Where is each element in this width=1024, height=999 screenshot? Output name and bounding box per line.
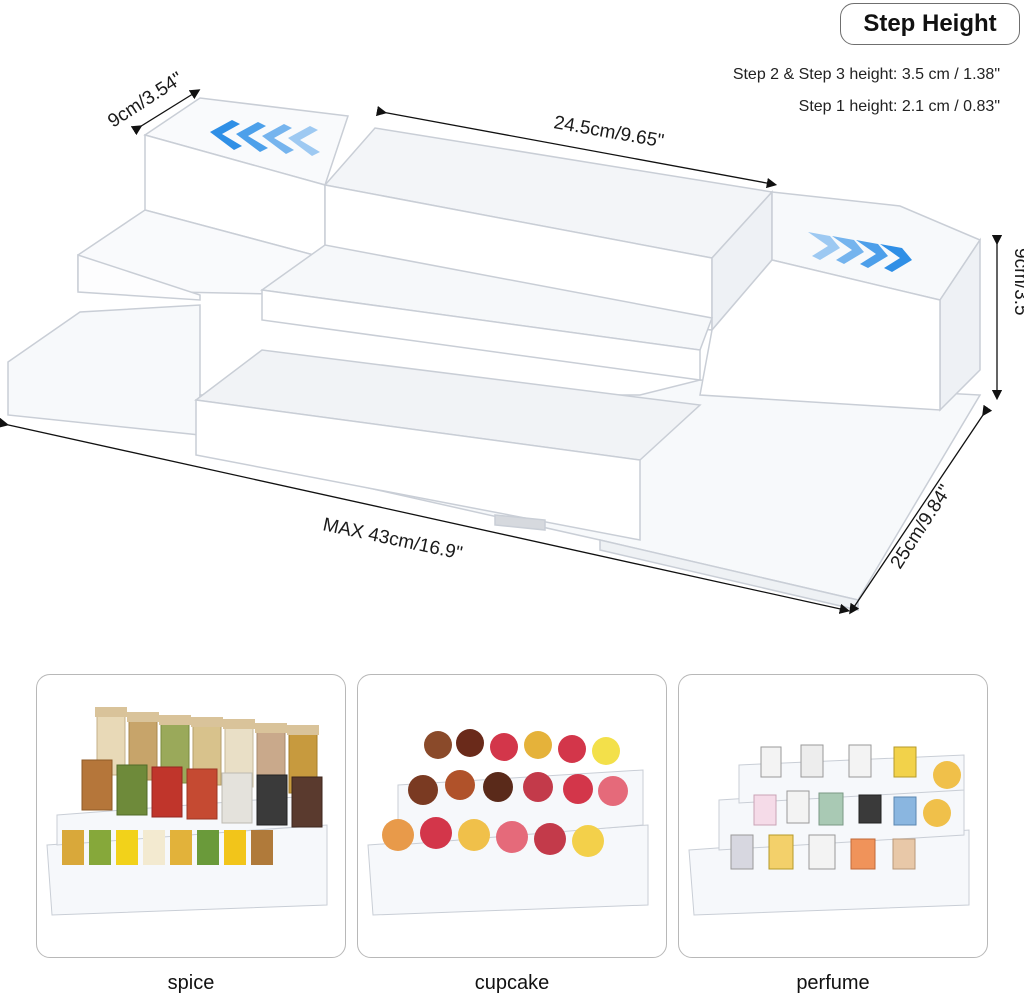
panel-cupcake	[357, 674, 667, 958]
dim-max-width: MAX 43cm/16.9"	[321, 514, 464, 564]
dimension-lines	[0, 89, 1003, 615]
cupcake-rack-illustration	[367, 729, 649, 916]
spice-rack-illustration	[46, 707, 328, 916]
small-jars	[62, 830, 273, 865]
panel-spice	[36, 674, 346, 958]
spec-step2-3: Step 2 & Step 3 height: 3.5 cm / 1.38"	[732, 66, 1000, 83]
step-height-badge: Step Height	[840, 3, 1020, 45]
cupcakes	[382, 729, 628, 857]
perfume-bottles	[730, 744, 961, 870]
left-module	[77, 97, 350, 301]
panel-perfume	[678, 674, 988, 958]
caption-spice: spice	[167, 972, 215, 994]
caption-perfume: perfume	[796, 972, 870, 994]
caption-cupcake: cupcake	[474, 972, 550, 994]
product-diagram: 9cm/3.54" 24.5cm/9.65" 9cm/3.5" 25cm/9.8…	[0, 68, 1024, 615]
jars	[81, 714, 323, 828]
arrows-right-icon	[808, 232, 912, 272]
lids	[95, 707, 319, 735]
arrows-left-icon	[210, 120, 320, 156]
dim-height-side: 9cm/3.5"	[1010, 248, 1024, 322]
spec-step1: Step 1 height: 2.1 cm / 0.83"	[798, 98, 1000, 115]
perfume-rack-illustration	[688, 744, 970, 916]
